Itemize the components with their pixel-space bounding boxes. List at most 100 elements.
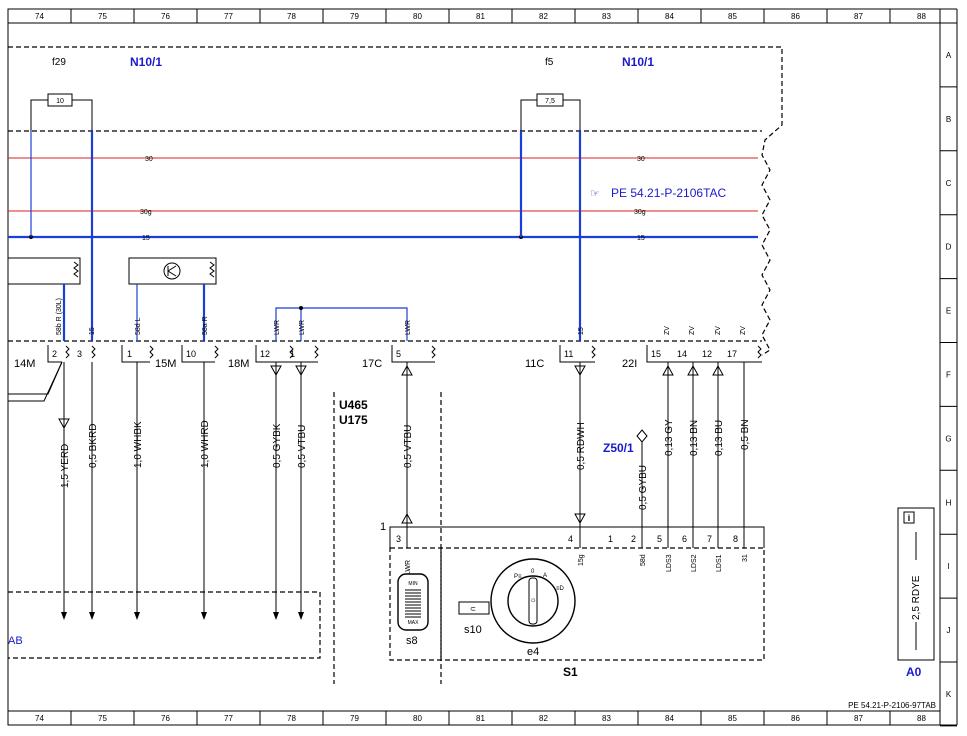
z50-label: Z50/1	[603, 441, 634, 455]
left-box-label: AB	[8, 635, 23, 647]
pin-label-58d: 58d L	[135, 317, 142, 335]
left-lower-box: AB	[8, 591, 321, 659]
info-box-module: A0	[906, 665, 922, 679]
wire-label: 0,5 VTBU	[297, 425, 308, 468]
ruler-label: 87	[854, 714, 863, 723]
pin-label-15-b: 15	[578, 327, 585, 335]
switch-marker: 1	[380, 521, 386, 533]
ruler-label: H	[946, 498, 952, 507]
ruler-label: 75	[98, 714, 107, 723]
ruler-label: 85	[728, 12, 737, 21]
ruler-label: 83	[602, 714, 611, 723]
connector-11c: 11C	[525, 358, 544, 370]
pin-label-lwr-b: LWR	[299, 320, 306, 335]
ruler-label: 80	[413, 714, 422, 723]
component-s1-label: S1	[563, 665, 578, 679]
bus-30g-label-right: 30g	[634, 209, 646, 216]
lamp-icon: ☼	[529, 595, 536, 604]
ruler-label: D	[946, 243, 952, 252]
connector-17c: 17C	[362, 358, 382, 370]
doc-reference: PE 54.21-P-2106-97TAB	[848, 701, 936, 710]
module-u465-label: U465	[339, 398, 368, 412]
switch-pin: 5	[657, 534, 662, 544]
pin-number: 5	[396, 349, 401, 359]
internal-block-transistor	[128, 257, 217, 285]
fuse-f29-label: f29	[52, 57, 66, 68]
fuse-f29-module: N10/1	[130, 55, 162, 69]
wire-label: 0,5 VTBU	[403, 425, 414, 468]
switch-pin-label: 31	[742, 554, 749, 562]
ruler-label: 79	[350, 714, 359, 723]
reference-label: PE 54.21-P-2106TAC	[611, 186, 727, 200]
ruler-label: 85	[728, 714, 737, 723]
switch-pin: 7	[707, 534, 712, 544]
bus-line-15: 15 15	[8, 235, 758, 242]
pin-number: 2	[52, 349, 57, 359]
ruler-label: J	[947, 626, 951, 635]
internal-block-left	[8, 257, 81, 285]
ruler-label: A	[946, 51, 952, 60]
connector-labels: 14M 15M 18M 17C 11C 22I	[14, 358, 637, 370]
switch-pin-label: LDS2	[691, 554, 698, 572]
dial-label-zero: 0	[531, 569, 535, 575]
bus-30g-label-left: 30g	[140, 209, 152, 216]
component-e4: ☼ P≡ 0 A ≡D e4	[490, 558, 576, 658]
fuse-f5-value: 7,5	[545, 98, 555, 105]
pin-number: 17	[727, 349, 737, 359]
ruler-label: 77	[224, 12, 233, 21]
ruler-label: 75	[98, 12, 107, 21]
pin-number: 15	[651, 349, 661, 359]
fuse-f29-value: 10	[56, 98, 64, 105]
switch-pin-label: 58d	[640, 554, 647, 566]
wire-label: 1,0 WHRD	[200, 420, 211, 468]
ruler-label: F	[946, 370, 951, 379]
bus-30-label-right: 30	[637, 156, 645, 163]
ruler-label: 77	[224, 714, 233, 723]
fuse-f5-label: f5	[545, 57, 554, 68]
info-icon	[903, 511, 915, 524]
pin-label-zv-b: ZV	[689, 326, 696, 335]
dial-label-p: P≡	[514, 574, 522, 580]
pin-label-zv-c: ZV	[715, 326, 722, 335]
pin-labels: 58b R (30L) 15 58d L 58a R LWR LWR LWR 1…	[56, 298, 747, 335]
ruler-label: 88	[917, 12, 926, 21]
component-e4-label: e4	[527, 646, 539, 658]
switch-pin: 6	[682, 534, 687, 544]
connector-18m: 18M	[228, 358, 249, 370]
wire-labels: 1,5 YERD 0,5 BKRD 1,0 WHBK 1,0 WHRD 0,5 …	[60, 419, 751, 510]
ruler-label: E	[946, 307, 951, 316]
svg-text:i: i	[908, 513, 911, 523]
ruler-label: I	[947, 562, 949, 571]
switch-s1-connector: 1 3 4 1 2 5 6 7 8	[380, 521, 765, 548]
pin-number: 12	[702, 349, 712, 359]
pin-label-58b: 58b R (30L)	[56, 298, 63, 335]
bus-15-label-left: 15	[142, 235, 150, 242]
ruler-label: C	[946, 179, 952, 188]
wire-label: 0,5 BN	[740, 419, 751, 450]
wire-label: 0,13 BN	[689, 420, 700, 456]
splice-z50-1: Z50/1	[603, 429, 648, 455]
pin-label-58a: 58a R	[202, 316, 209, 335]
wire-label: 1,5 YERD	[60, 444, 71, 488]
ruler-label: 78	[287, 12, 296, 21]
switch-pin: 3	[396, 534, 401, 544]
reference-link[interactable]: ☞ PE 54.21-P-2106TAC	[590, 186, 727, 200]
ruler-label: 78	[287, 714, 296, 723]
bus-line-30: 30 30	[8, 156, 758, 163]
ruler-label: 81	[476, 12, 485, 21]
pin-label-zv-d: ZV	[740, 326, 747, 335]
wire-label: 0,5 BKRD	[88, 424, 99, 468]
switch-pin: 2	[631, 534, 636, 544]
ruler-label: 74	[35, 714, 44, 723]
wire-label: 1,0 WHBK	[133, 421, 144, 468]
component-s10-label: s10	[464, 624, 482, 636]
fog-lamp-icon: ⊂	[470, 606, 476, 613]
info-box-wire: 2,5 RDYE	[911, 575, 922, 620]
pointing-hand-icon: ☞	[590, 188, 600, 200]
pin-number: 3	[77, 349, 82, 359]
ruler-label: 80	[413, 12, 422, 21]
wire-label: 0,5 GYBK	[272, 423, 283, 468]
